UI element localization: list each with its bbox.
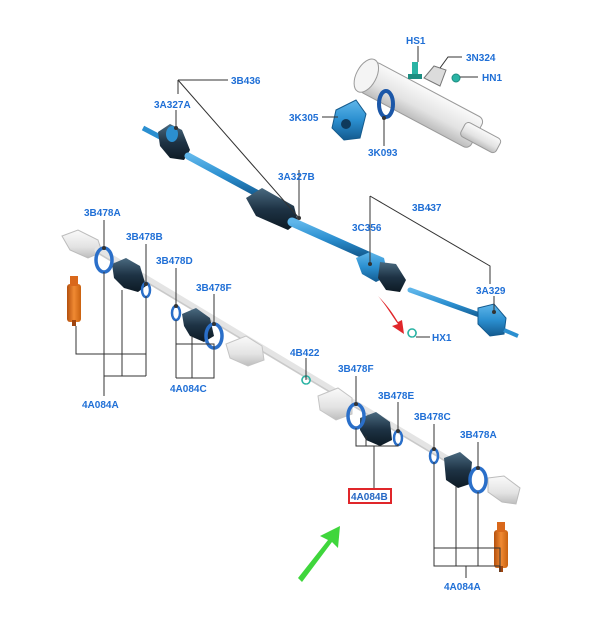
leader-lines (75, 46, 501, 578)
label-3B437: 3B437 (412, 203, 442, 214)
intermediate-housing (353, 58, 502, 154)
highlight-box-4A084B (348, 488, 392, 504)
drive-shaft-assembly (141, 124, 519, 338)
bushing-right (494, 522, 508, 572)
label-3B478D: 3B478D (156, 256, 193, 267)
label-4A084A-right: 4A084A (444, 582, 481, 593)
label-3B478B: 3B478B (126, 232, 163, 243)
label-3B478A-right: 3B478A (460, 430, 497, 441)
label-3B478F-mid: 3B478F (338, 364, 374, 375)
label-3K093: 3K093 (368, 148, 398, 159)
label-3B478F-left: 3B478F (196, 283, 232, 294)
nut-HN1 (451, 73, 461, 83)
leader-dots (102, 116, 496, 470)
label-HS1: HS1 (406, 36, 426, 47)
label-4A084B: 4A084B (351, 492, 388, 503)
red-arrow-icon (378, 296, 404, 334)
label-3B478E: 3B478E (378, 391, 414, 402)
label-4A084C: 4A084C (170, 384, 207, 395)
part-labels: HS1 3N324 HN1 3B436 3A327A 3K305 3K093 3… (82, 36, 506, 593)
label-4B422: 4B422 (290, 348, 320, 359)
bushing-left (67, 276, 81, 326)
green-arrow-icon (298, 526, 340, 582)
clip-icon (407, 328, 417, 338)
clamp-3N324 (423, 65, 447, 87)
label-3A327A: 3A327A (154, 100, 191, 111)
bolt-HS1 (408, 62, 422, 79)
label-HX1: HX1 (432, 333, 452, 344)
label-3B436: 3B436 (231, 76, 261, 87)
label-3K305: 3K305 (289, 113, 319, 124)
label-3A327B: 3A327B (278, 172, 315, 183)
bracket-3K305 (331, 99, 367, 141)
label-3A329: 3A329 (476, 286, 506, 297)
label-3B478C: 3B478C (414, 412, 451, 423)
label-3C356: 3C356 (352, 223, 382, 234)
exploded-shaft (61, 229, 521, 505)
label-HN1: HN1 (482, 73, 502, 84)
bearing-ring-3K093 (377, 89, 395, 119)
label-3B478A-left: 3B478A (84, 208, 121, 219)
label-4A084A-left: 4A084A (82, 400, 119, 411)
label-3N324: 3N324 (466, 53, 496, 64)
